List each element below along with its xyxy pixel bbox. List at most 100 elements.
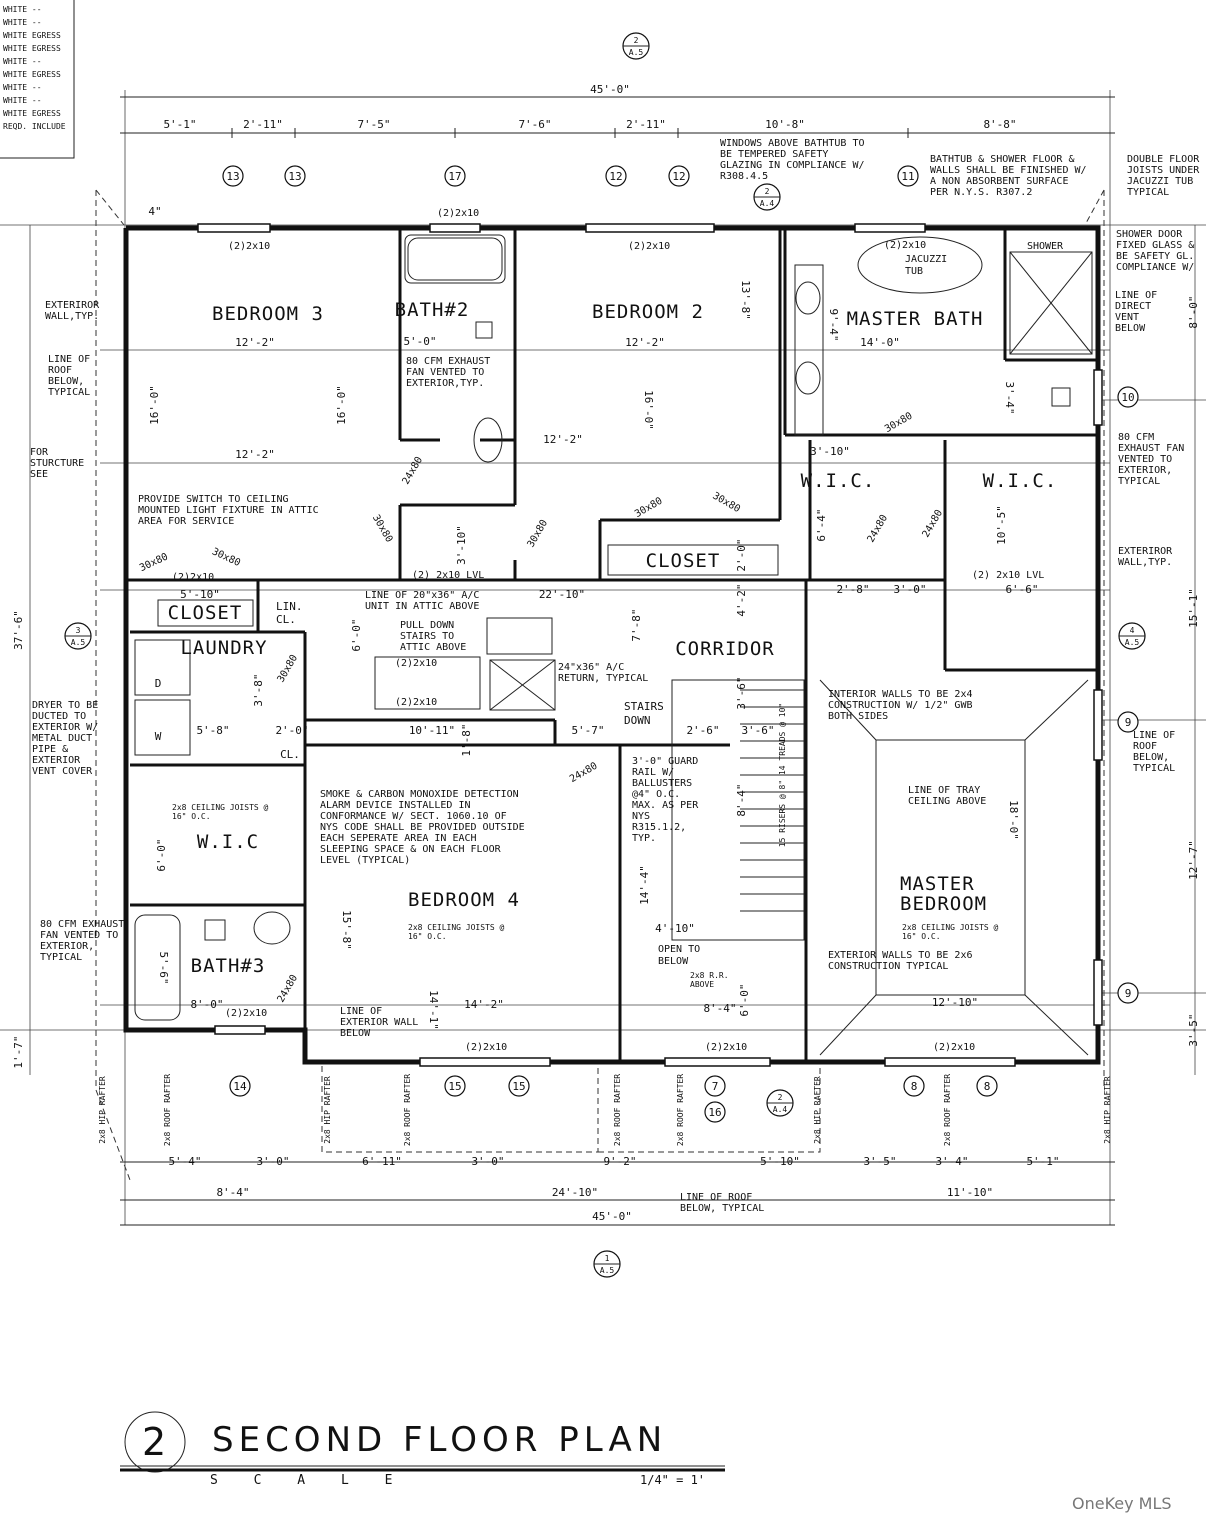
window-tag-bottom-label: 15 (448, 1080, 461, 1093)
bedroom-2-width: 12'-2" (625, 336, 665, 349)
bath-2-width: 5'-0" (403, 335, 436, 348)
window-tag-bottom: 15 (508, 1075, 530, 1097)
window-tag-right: 10 (1117, 386, 1139, 408)
master-bedroom-height: 18'-0" (1007, 800, 1020, 840)
door-size-label: 30x80 (370, 513, 395, 545)
header-lvl-2: (2) 2x10 LVL (972, 570, 1044, 581)
dim-c-8-4b: 8'-4" (703, 1002, 736, 1015)
dim-bottom-2: 8'-4" (216, 1186, 249, 1199)
header-bath-2: (2)2x10 (437, 208, 479, 219)
room-corridor: CORRIDOR (675, 638, 775, 660)
dim-c-2-6: 2'-6" (686, 724, 719, 737)
bedroom-3-width-2: 12'-2" (235, 448, 275, 461)
window-tag-bottom: 8 (903, 1075, 925, 1097)
bedroom-3-width: 12'-2" (235, 336, 275, 349)
dim-c-5-7: 5'-7" (571, 724, 604, 737)
dim-overall-bottom: 45'-0" (592, 1210, 632, 1223)
room-master-bath: MASTER BATH (847, 308, 984, 330)
door-size-label: 24x80 (921, 508, 946, 540)
scale-value: 1/4" = 1' (640, 1473, 706, 1487)
dim-c-4-2: 4'-2" (735, 583, 748, 616)
page-title: SECOND FLOOR PLAN (212, 1420, 668, 1460)
door-size-label: 24x80 (276, 973, 301, 1005)
dim-right-d: 3'-5" (1187, 1013, 1200, 1046)
section-marker-left-num: 3 (76, 626, 81, 635)
window-tag-bottom: 15 (444, 1075, 466, 1097)
dim-left-total: 37'-6" (12, 610, 25, 650)
rafter-label: 2x8 ROOF RAFTER (613, 1074, 622, 1146)
door-size-label: 30x80 (883, 411, 915, 436)
legend-row: WHITE EGRESS (3, 31, 61, 40)
legend-row: WHITE EGRESS (3, 70, 61, 79)
header-bath-3: (2)2x10 (225, 1008, 267, 1019)
washer-label: W (155, 730, 162, 743)
door-size-label: 24x80 (866, 513, 891, 545)
window-tag-bottom-label: 8 (911, 1080, 918, 1093)
legend-row: WHITE -- (3, 5, 42, 14)
window-tag-top-label: 12 (609, 170, 622, 183)
room-wic-2: W.I.C. (983, 470, 1058, 492)
dimension-lines (120, 96, 1115, 1226)
master-bath-height-2: 3'-4" (1003, 381, 1016, 414)
header-master-bedroom: (2)2x10 (933, 1042, 975, 1053)
header-bedroom-2: (2)2x10 (628, 241, 670, 252)
dim-c-10-11: 10'-11" (409, 724, 455, 737)
legend-box: WHITE -- WHITE -- WHITE EGRESS WHITE EGRESS… (0, 0, 75, 159)
dim-c-2-10: 22'-10" (539, 588, 585, 601)
dim-top: 5'-1" (163, 118, 196, 131)
bedroom-3-height-2: 16'-0" (335, 385, 348, 425)
window-tag-bottom: 14 (229, 1075, 251, 1097)
rafter-label: 2x8 ROOF RAFTER (163, 1074, 172, 1146)
section-marker-bottom-sheet: A.5 (600, 1266, 615, 1275)
legend-row: WHITE EGRESS (3, 44, 61, 53)
dim-bottom-1: 3'-0" (256, 1155, 289, 1168)
window-tag-bottom: 16 (704, 1101, 726, 1123)
section-marker-bottom: 1A.5 (593, 1250, 621, 1278)
dim-c-1-8: 1'-8" (460, 723, 473, 756)
header-closet: (2)2x10 (172, 572, 214, 583)
window-tag-top: 11 (897, 165, 919, 187)
dim-c-4: 4" (148, 205, 161, 218)
dim-c-4-10: 4'-10" (655, 922, 695, 935)
dim-c-6-4: 6'-4" (815, 508, 828, 541)
dim-c-5-8: 5'-8" (196, 724, 229, 737)
window-tag-bottom-label: 7 (712, 1080, 719, 1093)
room-bath-3: BATH#3 (191, 955, 266, 977)
bedroom-2-width-2: 12'-2" (543, 433, 583, 446)
window-tag-bottom: 7 (704, 1075, 726, 1097)
window-tag-top: 17 (444, 165, 466, 187)
master-bath-height: 9'-4" (827, 308, 840, 341)
plumbing-fixtures (134, 234, 1093, 1021)
dim-c-7-8: 7'-8" (630, 608, 643, 641)
master-bath-width: 14'-0" (860, 336, 900, 349)
dim-c-3-0: 3'-0" (893, 583, 926, 596)
door-size-label: 24x80 (401, 455, 426, 487)
bath-3-height: 5'-6" (157, 951, 170, 984)
dim-top: 10'-8" (765, 118, 805, 131)
dim-bottom-2: 11'-10" (947, 1186, 993, 1199)
legend-row: WHITE -- (3, 96, 42, 105)
bedroom-4-width: 14'-2" (464, 998, 504, 1011)
dim-left-bottom: 1'-7" (12, 1035, 25, 1068)
section-marker-top-num: 2 (634, 36, 639, 45)
interior-walls (126, 228, 1098, 1062)
door-size-label: 30x80 (526, 518, 551, 550)
section-marker-stair-top: 2A.4 (753, 183, 781, 211)
lin-closet-label: LIN.CL. (276, 600, 303, 626)
dim-c-2-8: 2'-8" (836, 583, 869, 596)
roof-line-below (95, 189, 1105, 1181)
scale-label: S C A L E (210, 1473, 407, 1488)
section-marker-stair-top-sheet: A.4 (760, 199, 775, 208)
door-size-label: 30x80 (210, 546, 242, 569)
legend-row: WHITE EGRESS (3, 109, 61, 118)
